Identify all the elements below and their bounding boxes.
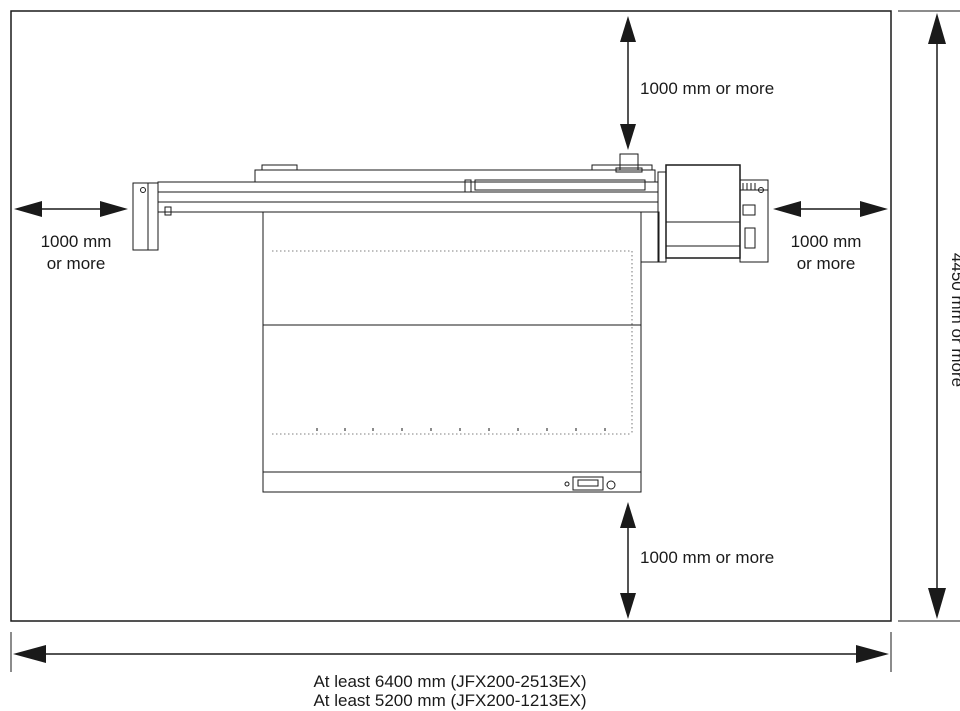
installation-area-boundary — [10, 10, 892, 622]
print-head-carriage — [665, 164, 741, 259]
bottom-clearance-arrow — [620, 502, 636, 619]
bottom-clearance-label: 1000 mm or more — [640, 548, 774, 567]
depth-label: 4450 mm or more — [948, 253, 960, 387]
left-clearance-arrow — [14, 201, 128, 217]
top-clearance-label: 1000 mm or more — [640, 79, 774, 98]
width-label-line2: At least 5200 mm (JFX200-1213EX) — [313, 691, 586, 710]
width-label-line1: At least 6400 mm (JFX200-2513EX) — [313, 672, 586, 691]
depth-dimension-arrow — [898, 10, 960, 622]
control-panel — [572, 476, 604, 491]
right-clearance-label-line1: 1000 mm — [791, 232, 862, 251]
right-clearance-label-line2: or more — [797, 254, 856, 273]
right-clearance-arrow — [773, 201, 888, 217]
left-clearance-label-line1: 1000 mm — [41, 232, 112, 251]
printer-top-view — [132, 153, 769, 493]
top-clearance-arrow — [620, 16, 636, 150]
left-clearance-label-line2: or more — [47, 254, 106, 273]
width-dimension-arrow — [10, 632, 892, 672]
